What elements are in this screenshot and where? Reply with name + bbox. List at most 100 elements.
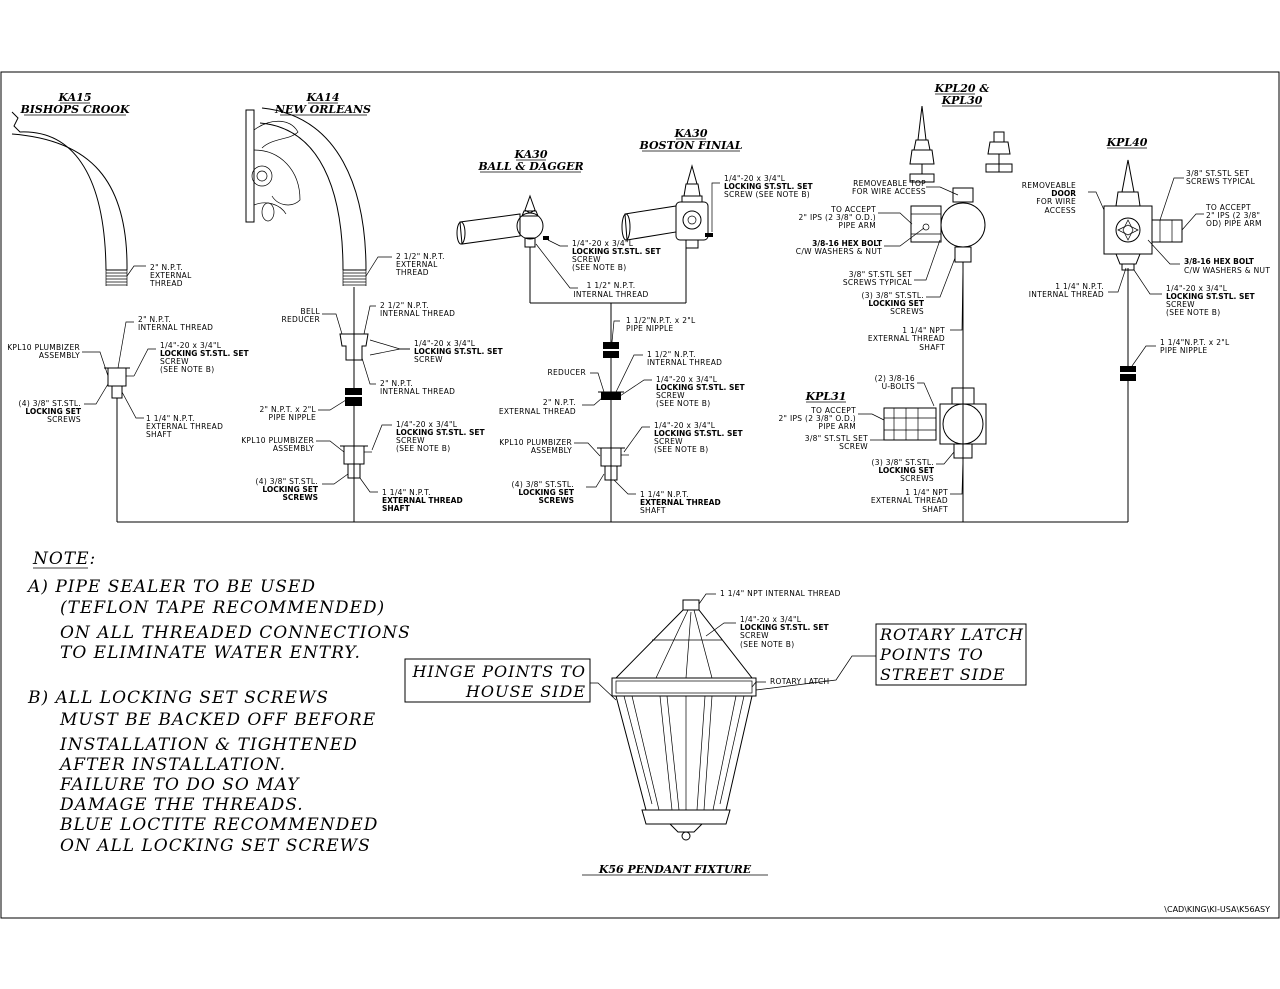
label-labels-f1-2: FOR WIRE [1036, 197, 1076, 206]
label-labels-c1-0: 1/4"-20 x 3/4"L [724, 174, 786, 183]
label-labels-f4-0: 3/8-16 HEX BOLT [1184, 257, 1255, 266]
label-labels-b6-0: 2" N.P.T. x 2"L [259, 405, 316, 414]
label-labels-f5-1: INTERNAL THREAD [1029, 290, 1104, 299]
ka30-ball-dagger [456, 194, 549, 248]
label-callouts-hinge-0: HINGE POINTS TO [411, 662, 586, 681]
label-labels-d1-0: REMOVEABLE TOP [853, 179, 926, 188]
file-path: \CAD\KING\KI-USA\K56ASY [1164, 905, 1270, 914]
label-labels-d6-1: EXTERNAL THREAD [868, 334, 945, 343]
label-labels-a1-0: 2" N.P.T. [150, 263, 183, 272]
label-labels-b8-2: SCREW [396, 436, 425, 445]
label-labels-f4-1: C/W WASHERS & NUT [1184, 266, 1270, 275]
label-notes-b-0: B) ALL LOCKING SET SCREWS [27, 688, 329, 708]
label-labels-a3-1: ASSEMBLY [39, 351, 80, 360]
header-kpl40: KPL40 [1106, 136, 1148, 149]
label-labels-c9-1: ASSEMBLY [531, 446, 572, 455]
label-labels-g3-0: ROTARY LATCH [770, 677, 829, 686]
label-labels-e4-0: (3) 3/8" ST.STL. [872, 458, 934, 467]
label-labels-c11-0: (4) 3/8" ST.STL. [512, 480, 574, 489]
label-labels-e2-2: PIPE ARM [818, 422, 856, 431]
label-labels-a6-1: EXTERNAL THREAD [146, 422, 223, 431]
header-kpl31: KPL31 [805, 390, 847, 403]
label-labels-b1-1: EXTERNAL [396, 260, 438, 269]
notes-block: NOTE: A) PIPE SEALER TO BE USED (TEFLON … [26, 549, 411, 856]
label-labels-b2-0: BELL [301, 307, 321, 316]
label-labels-d6-2: SHAFT [919, 343, 945, 352]
label-callouts-latch-1: POINTS TO [879, 645, 984, 664]
label-labels-c2-0: 1/4"-20 x 3/4"L [572, 239, 634, 248]
label-labels-c3-0: 1 1/2" N.P.T. [587, 281, 636, 290]
label-labels-c3-1: INTERNAL THREAD [573, 290, 648, 299]
label-notes-b-4: FAILURE TO DO SO MAY [59, 775, 300, 795]
label-labels-b8-3: (SEE NOTE B) [396, 444, 450, 453]
label-labels-c6-0: REDUCER [547, 368, 586, 377]
label-labels-d4-1: SCREWS TYPICAL [843, 278, 913, 287]
header-ka14: KA14 NEW ORLEANS [274, 91, 371, 116]
label-notes-b-2: INSTALLATION & TIGHTENED [59, 735, 358, 755]
label-labels-a5-0: (4) 3/8" ST.STL. [19, 399, 81, 408]
label-callouts-latch-2: STREET SIDE [880, 665, 1006, 684]
label-labels-c7-3: (SEE NOTE B) [656, 399, 710, 408]
label-labels-b7-1: ASSEMBLY [273, 444, 314, 453]
ka30-boston-finial [621, 164, 713, 249]
label-labels-g1-0: 1 1/4" NPT INTERNAL THREAD [720, 589, 841, 598]
label-notes-a-2: ON ALL THREADED CONNECTIONS [60, 623, 411, 643]
label-labels-c1-1: LOCKING ST.STL. SET [724, 182, 814, 191]
label-labels-c8-1: EXTERNAL THREAD [499, 407, 576, 416]
label-labels-f3-0: TO ACCEPT [1205, 203, 1251, 212]
label-labels-a6-2: SHAFT [146, 430, 172, 439]
label-labels-e1-0: (2) 3/8-16 [875, 374, 915, 383]
label-labels-d6-0: 1 1/4" NPT [902, 326, 945, 335]
label-labels-c8-0: 2" N.P.T. [543, 398, 576, 407]
label-labels-c12-2: SHAFT [640, 506, 666, 515]
label-labels-d3-0: 3/8-16 HEX BOLT [812, 239, 883, 248]
drawing-border [0, 71, 1280, 919]
label-labels-b2-1: REDUCER [281, 315, 320, 324]
label-labels-a1-2: THREAD [149, 279, 183, 288]
label-labels-e3-1: SCREW [839, 442, 868, 451]
callout-hinge: HINGE POINTS TO HOUSE SIDE [404, 658, 591, 703]
label-labels-e5-2: SHAFT [922, 505, 948, 514]
header-ka15-name: BISHOPS CROOK [19, 103, 129, 116]
label-labels-f1-1: DOOR [1051, 189, 1076, 198]
label-labels-f6-1: LOCKING ST.STL. SET [1166, 292, 1256, 301]
notes-title: NOTE: [32, 549, 96, 569]
label-labels-d5-0: (3) 3/8" ST.STL. [862, 291, 924, 300]
label-labels-c2-1: LOCKING ST.STL. SET [572, 247, 662, 256]
header-kpl31: KPL31 [805, 390, 847, 403]
label-labels-c7-2: SCREW [656, 391, 685, 400]
label-labels-e2-1: 2" IPS (2 3/8" O.D.) [778, 414, 856, 423]
label-labels-a6-0: 1 1/4" N.P.T. [146, 414, 195, 423]
label-labels-c1-2: SCREW (SEE NOTE B) [724, 190, 810, 199]
label-labels-g2-3: (SEE NOTE B) [740, 640, 794, 649]
label-labels-b1-0: 2 1/2" N.P.T. [396, 252, 445, 261]
label-labels-c10-2: SCREW [654, 437, 683, 446]
label-labels-b9-2: SCREWS [283, 493, 318, 502]
ka14-new-orleans [245, 107, 372, 479]
label-labels-g2-0: 1/4"-20 x 3/4"L [740, 615, 802, 624]
label-labels-a4-0: 1/4"-20 x 3/4"L [160, 341, 222, 350]
label-notes-a-0: A) PIPE SEALER TO BE USED [26, 577, 316, 597]
label-labels-f7-1: PIPE NIPPLE [1160, 346, 1207, 355]
label-labels-c11-1: LOCKING SET [518, 488, 575, 497]
connector-lines [116, 247, 1129, 523]
label-labels-g2-2: SCREW [740, 631, 769, 640]
label-labels-a3-0: KPL10 PLUMBIZER [7, 343, 80, 352]
label-notes-b-7: ON ALL LOCKING SET SCREWS [60, 836, 371, 856]
label-notes-a-1: (TEFLON TAPE RECOMMENDED) [60, 598, 385, 618]
header-ka14-name: NEW ORLEANS [274, 103, 371, 116]
label-labels-c10-3: (SEE NOTE B) [654, 445, 708, 454]
label-labels-f1-3: ACCESS [1044, 206, 1076, 215]
label-labels-c5-0: 1 1/2" N.P.T. [647, 350, 696, 359]
label-labels-c10-0: 1/4"-20 x 3/4"L [654, 421, 716, 430]
label-labels-f6-0: 1/4"-20 x 3/4"L [1166, 284, 1228, 293]
label-labels-b4-2: SCREW [414, 355, 443, 364]
header-ka15-code: KA15 [58, 91, 92, 104]
label-labels-f5-0: 1 1/4" N.P.T. [1055, 282, 1104, 291]
label-labels-a2-0: 2" N.P.T. [138, 315, 171, 324]
header-ka30a-code: KA30 [514, 148, 548, 161]
label-labels-c4-0: 1 1/2"N.P.T. x 2"L [626, 316, 696, 325]
label-callouts-latch-0: ROTARY LATCH [879, 625, 1024, 644]
label-labels-a5-1: LOCKING SET [25, 407, 82, 416]
